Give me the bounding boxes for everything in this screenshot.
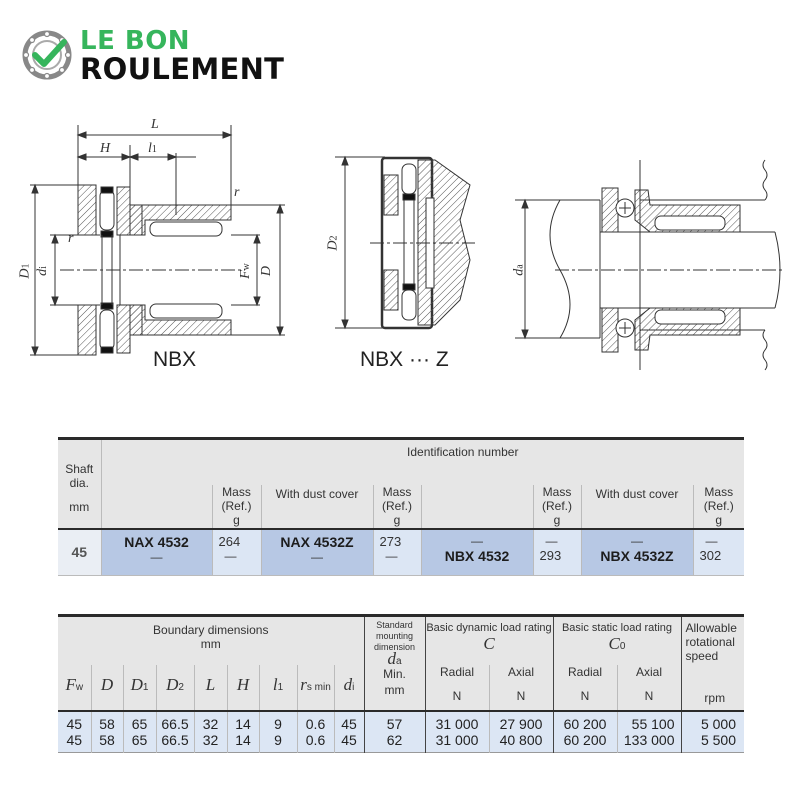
- mounting-diagram: da: [510, 150, 790, 380]
- identification-table: Shaft dia. mm Identification number Mass…: [58, 437, 744, 576]
- with-dust-cover-header: With dust cover: [260, 485, 373, 529]
- logo-text-line1: LE BON: [80, 26, 191, 56]
- col-D1: D1: [122, 665, 156, 711]
- dim-r-top: r: [234, 185, 240, 200]
- col-l1: l1: [258, 665, 297, 711]
- col-H: H: [226, 665, 259, 711]
- mass-header: Mass(Ref.)g: [532, 485, 581, 529]
- col-Fw: Fw: [65, 675, 84, 694]
- dim-da: da: [511, 264, 527, 276]
- naxz-cell: NAX 4532Z—: [260, 529, 373, 575]
- nbx-drawing: [30, 125, 285, 357]
- nbx-cross-section-diagram: L H l1 r r D1 di Fw D NBX: [17, 115, 300, 375]
- table-row: 45 58 65 66.5 32 14 9 0.6 45 62 31 000 4…: [58, 732, 744, 753]
- dim-di: di: [34, 266, 50, 276]
- nbxz-drawing: [335, 155, 475, 330]
- table-row: 45 58 65 66.5 32 14 9 0.6 45 57 31 000 2…: [58, 711, 744, 732]
- nbxz-label: NBX ··· Z: [360, 348, 449, 371]
- mounting-drawing: [515, 159, 785, 371]
- col-D2: D2: [155, 665, 194, 711]
- nbxz-cross-section-diagram: D2 NBX ··· Z: [326, 150, 480, 380]
- nax-cell: NAX 4532—: [100, 529, 212, 575]
- dim-D1: D1: [17, 263, 33, 279]
- dim-D2: D2: [325, 235, 341, 251]
- table-row: 45 NAX 4532— 264— NAX 4532Z— 273— —NBX 4…: [58, 529, 744, 575]
- dim-r-left: r: [68, 231, 74, 246]
- dim-Fw: Fw: [237, 263, 253, 279]
- col-L: L: [193, 665, 227, 711]
- mass-header: Mass(Ref.)g: [211, 485, 261, 529]
- with-dust-cover-header: With dust cover: [580, 485, 693, 529]
- brand-logo: LE BON ROULEMENT: [22, 26, 302, 86]
- mass-header: Mass(Ref.)g: [692, 485, 744, 529]
- dim-H: H: [100, 141, 111, 156]
- shaft-value: 45: [58, 529, 101, 575]
- col-di: di: [333, 665, 364, 711]
- col-rs-min: rs min: [296, 665, 334, 711]
- dim-l1: l1: [148, 141, 157, 156]
- mass-header: Mass(Ref.)g: [372, 485, 421, 529]
- identification-number-header: Identification number: [100, 437, 744, 485]
- nbxz-cell: —NBX 4532Z: [580, 529, 693, 575]
- dim-L: L: [151, 117, 159, 132]
- dim-D: D: [259, 265, 275, 277]
- bearing-check-icon: [22, 30, 72, 80]
- col-D: D: [90, 665, 123, 711]
- shaft-dia-header: Shaft dia. mm: [58, 437, 101, 529]
- nbx-label: NBX: [153, 348, 197, 371]
- nbx-cell: —NBX 4532: [420, 529, 533, 575]
- logo-text-line2: ROULEMENT: [80, 52, 285, 86]
